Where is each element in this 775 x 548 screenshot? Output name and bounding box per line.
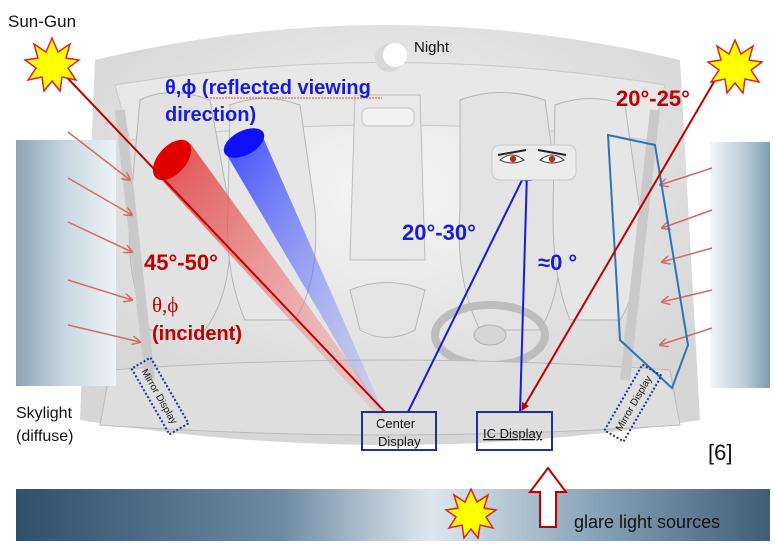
reflected-direction-label-1: θ,ϕ (reflected viewing [165, 77, 371, 99]
sun-right-icon [706, 38, 764, 95]
angle-0-label: ≈0 ° [538, 250, 577, 275]
incident-beam-cap [152, 139, 192, 181]
incident-beam-cone [157, 143, 385, 416]
sun-ray-to-ic-display [521, 74, 719, 411]
skylight-label: Skylight [16, 405, 73, 422]
glare-up-arrow-icon [528, 466, 568, 528]
driver-eyes-icon [491, 144, 577, 181]
ic-display-label: IC Display [483, 426, 543, 441]
center-display-label-1: Center [376, 416, 416, 431]
incident-theta-phi-label: θ,ϕ [152, 293, 178, 317]
angle-45-50-label: 45°-50° [144, 250, 218, 275]
moon-icon [375, 43, 407, 72]
reflected-direction-label-2: direction) [165, 104, 256, 126]
right-mirror-outline [606, 133, 690, 390]
reflected-beam-cone [224, 135, 384, 413]
skylight-panel-left [16, 140, 116, 386]
angle-20-30-label: 20°-30° [402, 220, 476, 245]
glare-sources-label: glare light sources [574, 512, 720, 532]
skylight-panel-right [710, 142, 770, 388]
sun-gun-label: Sun-Gun [8, 12, 76, 31]
sun-gun-sun-icon [23, 36, 81, 93]
sun-gun-ray [57, 67, 386, 413]
angle-20-25-label: 20°-25° [616, 86, 690, 111]
glare-sky-strip [16, 489, 770, 541]
car-interior-illustration [80, 25, 700, 445]
view-ray-center-to-eyes [407, 171, 527, 413]
center-display-box [361, 411, 437, 451]
view-ray-ic-to-eyes [519, 171, 532, 413]
incident-label: (incident) [152, 323, 242, 345]
glare-sun-icon [444, 487, 498, 540]
reference-label: [6] [708, 440, 732, 465]
center-display-label-2: Display [378, 434, 421, 449]
night-label: Night [414, 39, 450, 56]
ic-display-box [476, 411, 553, 451]
skylight-diffuse-label: (diffuse) [16, 428, 74, 445]
reflected-beam-cap [223, 128, 265, 158]
skylight-diffuse-arrows-left [67, 131, 140, 342]
